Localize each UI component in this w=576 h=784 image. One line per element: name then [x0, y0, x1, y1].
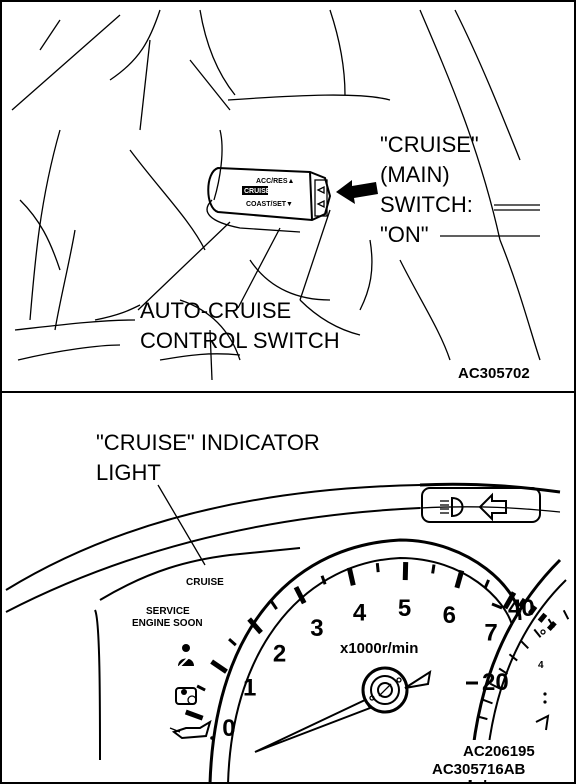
tach-minor-tick — [375, 562, 380, 573]
tach-redline-tick — [517, 597, 527, 609]
turn-signal-icon — [478, 492, 507, 522]
tach-num-0: 0 — [222, 715, 235, 742]
tach-num-4: 4 — [353, 600, 367, 627]
speed-tick — [482, 698, 493, 705]
tach-minor-tick — [228, 638, 237, 647]
svg-text:4: 4 — [538, 660, 544, 671]
airbag-icon — [175, 687, 197, 705]
lever-text-2: CRUISE ON/OFF — [244, 188, 300, 195]
cruise-lever: ACC/RES▲ CRUISE ON/OFF COAST/SET▼ — [206, 166, 332, 233]
tach-num-3: 3 — [310, 615, 323, 642]
indicator-housing — [421, 487, 541, 523]
lever-text-3: COAST/SET▼ — [246, 201, 293, 208]
speed-tick — [520, 640, 529, 649]
callout-line-2: (MAIN) — [380, 162, 450, 187]
figure-code-bottom-2: AC305716AB — [432, 761, 526, 778]
tach-num-5: 5 — [398, 595, 411, 622]
switch-callout: "CRUISE" (MAIN) SWITCH: "ON" — [380, 132, 540, 247]
tach-major-tick — [247, 617, 263, 635]
column-sketch — [11, 9, 541, 381]
speed-tick — [547, 618, 555, 629]
figure-code-bottom-1: AC206195 — [463, 743, 535, 760]
pointer-arrow — [336, 180, 378, 204]
tach-ticks — [184, 562, 557, 721]
tach-num-6: 6 — [443, 602, 456, 629]
headlight-icon — [451, 496, 464, 518]
callout-line-4: "ON" — [380, 222, 429, 247]
cluster-bezel — [5, 482, 561, 761]
speed-tick — [489, 682, 500, 690]
needle-hub — [361, 666, 409, 714]
tach-major-tick — [454, 569, 465, 589]
callout-line-1: "CRUISE" — [380, 132, 479, 157]
speedometer: 40 20 4 — [466, 558, 570, 784]
tach-num-2: 2 — [273, 641, 286, 668]
tach-major-tick — [502, 591, 517, 610]
speed-tick — [477, 715, 488, 721]
tach-major-tick — [346, 567, 356, 586]
tach-major-tick — [210, 659, 228, 674]
tach-major-tick — [184, 709, 204, 721]
seatbelt-icon — [175, 644, 197, 671]
oil-pressure-icon — [169, 719, 214, 740]
service-lamp-line-2: ENGINE SOON — [132, 618, 203, 629]
tach-unit: x1000r/min — [340, 640, 418, 657]
speed-tick — [508, 653, 518, 662]
tach-needle — [254, 698, 372, 753]
control-switch-line-1: AUTO-CRUISE — [140, 298, 291, 323]
tach-minor-tick — [320, 575, 327, 585]
speed-num-40: 40 — [508, 595, 535, 622]
tach-minor-tick — [270, 600, 278, 610]
lever-text-1: ACC/RES▲ — [256, 178, 294, 185]
control-switch-callout: AUTO-CRUISE CONTROL SWITCH — [137, 221, 340, 353]
tach-minor-tick — [196, 684, 206, 692]
indicator-label-line-2: LIGHT — [96, 460, 161, 485]
warning-lamps: CRUISE SERVICE ENGINE SOON — [132, 577, 224, 740]
tach-num-1: 1 — [243, 674, 256, 701]
control-switch-line-2: CONTROL SWITCH — [140, 328, 340, 353]
indicator-label-line-1: "CRUISE" INDICATOR — [96, 430, 320, 455]
speed-tick — [562, 609, 570, 620]
bottom-panel-callout: "CRUISE" INDICATOR LIGHT — [96, 430, 320, 566]
cruise-lamp: CRUISE — [186, 577, 224, 588]
figure-code-backdrop — [448, 740, 560, 780]
tach-minor-tick — [483, 579, 490, 589]
tach-major-tick — [293, 585, 307, 605]
tach-redline-tick — [537, 612, 548, 623]
speed-ticks — [477, 609, 570, 721]
figure-code-top: AC305702 — [458, 365, 530, 382]
callout-line-3: SWITCH: — [380, 192, 473, 217]
speed-tick — [533, 628, 542, 638]
tach-minor-tick — [431, 564, 436, 574]
speed-num-20: 20 — [482, 669, 509, 696]
tach-num-7: 7 — [484, 619, 497, 646]
speed-tick — [498, 667, 509, 675]
service-lamp-line-1: SERVICE — [146, 606, 190, 617]
tach-redline-tick — [527, 605, 538, 616]
